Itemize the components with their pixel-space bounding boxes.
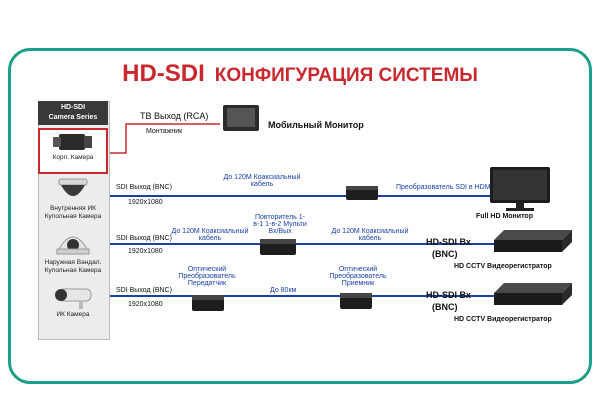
installer-label: Монтажник [146, 128, 183, 135]
camera-vandal-dome-label: Наружная Вандал. Купольная Камера [44, 259, 102, 274]
mobile-monitor-icon [223, 105, 259, 131]
row3-transmitter: Оптический Преобразователь Передатчик [178, 266, 236, 287]
full-hd-monitor-icon [490, 167, 550, 211]
row1-device: Full HD Монитор [476, 213, 533, 220]
tv-out-label: ТВ Выход (RCA) [140, 111, 209, 121]
row2-cable1: До 120М Коаксиальный кабель [171, 228, 249, 242]
row3-bnc: (BNC) [432, 302, 458, 312]
camera-series-header: HD-SDI Camera Series [38, 101, 108, 125]
bullet-camera-icon [55, 288, 92, 309]
camera-series-header-line1: HD-SDI [60, 104, 86, 111]
dvr-icon-1 [494, 230, 572, 252]
title-main: HD-SDI [122, 60, 205, 87]
camera-vandal-dome[interactable]: Наружная Вандал. Купольная Камера [38, 231, 108, 281]
optical-transmitter-icon [192, 295, 224, 311]
row2-bnc: (BNC) [432, 249, 458, 259]
row2-device: HD CCTV Видеорегистратор [454, 263, 552, 270]
row3-sdi-out: SDI Выход (BNC) [116, 287, 172, 294]
vandal-dome-icon [56, 236, 90, 255]
row1-cable: До 120М Коаксиальный кабель [223, 174, 301, 188]
mobile-monitor-label: Мобильный Монитор [268, 120, 364, 130]
row1-resolution: 1920x1080 [128, 199, 163, 206]
row2-sdi-out: SDI Выход (BNC) [116, 235, 172, 242]
camera-ir-bullet-label: ИК Камера [56, 311, 90, 318]
optical-receiver-icon [340, 293, 372, 309]
row2-cable2: До 120М Коаксиальный кабель [331, 228, 409, 242]
row3-distance: До 80км [270, 287, 297, 294]
dome-camera-icon [58, 178, 88, 196]
row3-receiver: Оптический Преобразователь Приемник [329, 266, 387, 287]
row2-repeater: Повторитель 1-в-1 1-в-2 Мульти Вх/Вых [253, 214, 307, 235]
box-camera-icon [53, 134, 92, 150]
row2-resolution: 1920x1080 [128, 248, 163, 255]
row3-resolution: 1920x1080 [128, 301, 163, 308]
camera-series-header-line2: Camera Series [48, 114, 98, 121]
camera-box[interactable]: Корп. Камера [38, 128, 108, 174]
hdmi-converter-icon [346, 186, 378, 200]
row3-dvr-in: HD-SDI Вх [426, 290, 471, 300]
row2-dvr-in: HD-SDI Вх [426, 237, 471, 247]
row1-converter: Преобразователь SDI в HDMI [396, 184, 493, 191]
camera-ir-dome[interactable]: Внутренняя ИК Купольная Камера [38, 177, 108, 225]
repeater-icon [260, 239, 296, 255]
page-title: HD-SDI КОНФИГУРАЦИЯ СИСТЕМЫ [0, 60, 600, 88]
dvr-icon-2 [494, 283, 572, 305]
tv-out-line [108, 123, 220, 154]
camera-box-label: Корп. Камера [52, 154, 94, 161]
camera-ir-dome-label: Внутренняя ИК Купольная Камера [44, 205, 102, 220]
camera-ir-bullet[interactable]: ИК Камера [38, 285, 108, 325]
row1-sdi-out: SDI Выход (BNC) [116, 184, 172, 191]
title-sub: КОНФИГУРАЦИЯ СИСТЕМЫ [214, 65, 478, 86]
row3-device: HD CCTV Видеорегистратор [454, 316, 552, 323]
